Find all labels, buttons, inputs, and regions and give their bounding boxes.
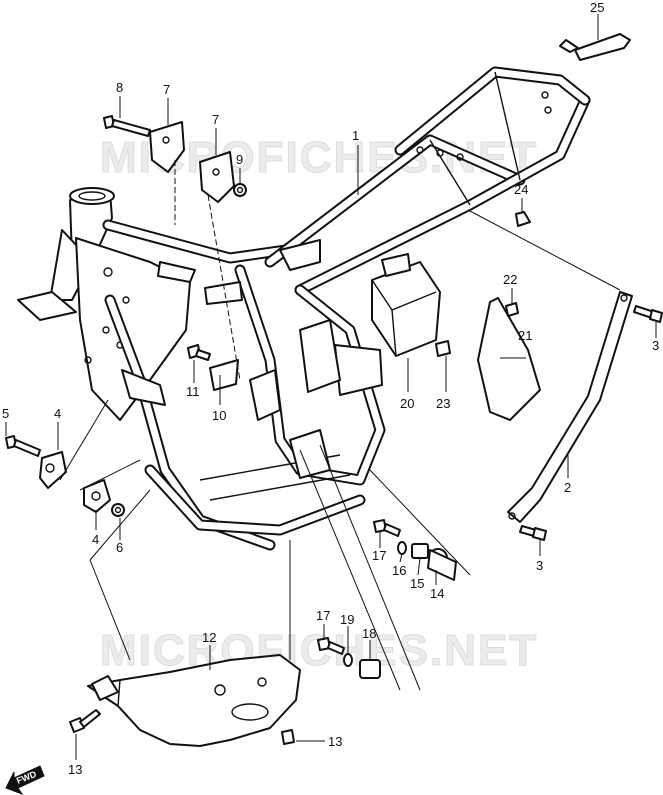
bracket-10 — [209, 359, 239, 391]
callout-4-upper: 4 — [54, 406, 61, 421]
callout-25: 25 — [590, 0, 604, 15]
damper-18 — [359, 659, 381, 679]
damper-14 — [427, 548, 457, 581]
callout-17-upper: 17 — [372, 548, 386, 563]
bolt-22 — [505, 302, 519, 317]
nut-9 — [233, 183, 247, 197]
bracket-7-left — [149, 121, 185, 173]
callout-5: 5 — [2, 406, 9, 421]
cover-21 — [477, 297, 541, 421]
main-frame — [17, 66, 591, 551]
callout-19: 19 — [340, 612, 354, 627]
bolt-13-left — [69, 709, 101, 733]
callout-7-left: 7 — [163, 82, 170, 97]
callout-4-lower: 4 — [92, 532, 99, 547]
callout-3-lower: 3 — [536, 558, 543, 573]
callout-6: 6 — [116, 540, 123, 555]
callout-20: 20 — [400, 396, 414, 411]
battery-box-20 — [371, 253, 441, 357]
callout-24: 24 — [514, 182, 528, 197]
callout-1: 1 — [352, 128, 359, 143]
bracket-4-upper — [39, 451, 67, 489]
nut-6 — [111, 503, 125, 517]
callout-23: 23 — [436, 396, 450, 411]
grommet-24 — [515, 211, 531, 227]
callout-9: 9 — [236, 152, 243, 167]
callout-16: 16 — [392, 563, 406, 578]
callout-14: 14 — [430, 586, 444, 601]
fwd-arrow: FWD — [5, 765, 45, 795]
callout-10: 10 — [212, 408, 226, 423]
callout-labels: 1 2 3 3 4 4 5 6 7 7 8 9 10 11 12 13 13 1… — [2, 0, 659, 777]
bolt-13-right — [281, 729, 295, 745]
bolt-8 — [103, 115, 151, 137]
callout-12: 12 — [202, 630, 216, 645]
callout-13-left: 13 — [68, 762, 82, 777]
washer-16 — [397, 541, 407, 555]
callout-8: 8 — [116, 80, 123, 95]
skid-plate — [87, 654, 301, 747]
callout-21: 21 — [518, 328, 532, 343]
callout-18: 18 — [362, 626, 376, 641]
watermark-bottom: MICROFICHES.NET — [100, 626, 538, 675]
callout-7-right: 7 — [212, 112, 219, 127]
leader-lines — [5, 14, 657, 760]
bolt-23 — [435, 340, 451, 357]
callout-17-lower: 17 — [316, 608, 330, 623]
bolt-17-upper — [373, 519, 401, 537]
collar-15 — [411, 543, 429, 559]
spanner-25 — [559, 33, 631, 61]
rear-subframe-rail — [507, 291, 633, 523]
bolt-17-lower — [317, 637, 345, 655]
bracket-7-right — [199, 151, 235, 203]
washer-19 — [343, 653, 353, 667]
callout-3-upper: 3 — [652, 338, 659, 353]
bolt-3-upper — [633, 305, 663, 323]
bolt-3-lower — [519, 525, 547, 541]
callout-2: 2 — [564, 480, 571, 495]
callout-22: 22 — [503, 272, 517, 287]
bolt-5 — [5, 435, 41, 457]
callout-11: 11 — [186, 384, 200, 399]
callout-15: 15 — [410, 576, 424, 591]
bracket-4-lower — [83, 479, 111, 513]
bolt-11 — [187, 344, 211, 361]
callout-13-right: 13 — [328, 734, 342, 749]
